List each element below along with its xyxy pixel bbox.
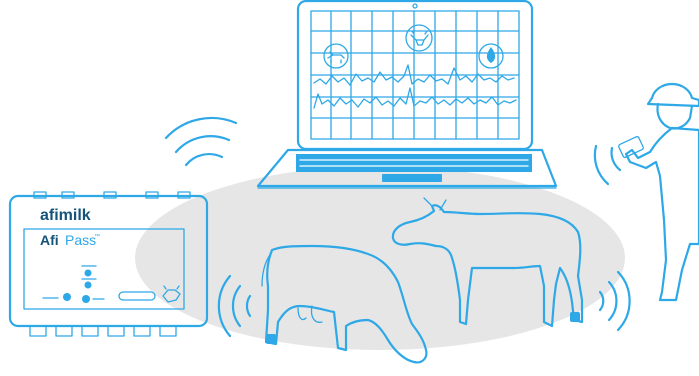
farmer-body xyxy=(624,126,699,302)
device-led xyxy=(63,293,71,301)
device-trademark: ™ xyxy=(94,233,100,240)
farmer-hat xyxy=(646,82,699,108)
leg-sensor-icon xyxy=(570,312,580,322)
afipass-device: afimilk Afi Pass ™ xyxy=(8,191,209,337)
wifi-signal-icon xyxy=(593,144,622,186)
device-label-plate xyxy=(118,291,156,301)
laptop-base xyxy=(256,148,558,188)
laptop-keyboard xyxy=(296,154,532,172)
device-model-prefix: Afi xyxy=(40,232,59,248)
device-top-connectors xyxy=(33,191,191,199)
device-brand-logo: afimilk xyxy=(40,207,91,224)
device-face xyxy=(23,228,185,310)
farmer-head xyxy=(656,102,694,130)
device-leds xyxy=(42,265,105,303)
laptop-touchpad xyxy=(382,174,442,182)
device-model-suffix: Pass xyxy=(65,232,96,248)
cow-standing-outline xyxy=(391,204,584,328)
wifi-signal-icon xyxy=(164,116,238,167)
tablet-icon xyxy=(618,136,644,158)
cow-grazing-tail xyxy=(261,251,273,287)
device-led xyxy=(84,269,92,277)
cow-grazing-outline xyxy=(264,244,428,364)
screen-data-line-lower xyxy=(313,87,517,109)
cow-standing-ears xyxy=(423,197,447,211)
cow-grazing-udder xyxy=(297,305,323,323)
keyboard-keys xyxy=(299,159,529,167)
webcam-icon xyxy=(412,3,418,9)
floor-ellipse xyxy=(135,166,625,350)
cow-logo-icon xyxy=(162,285,181,303)
device-led xyxy=(82,295,90,303)
wifi-signal-icon xyxy=(598,270,631,332)
cow-head-icon xyxy=(405,24,433,52)
screen-data-line-upper xyxy=(313,64,515,86)
cow-feeding-icon xyxy=(323,43,349,69)
cow-standing xyxy=(391,197,584,328)
device-led xyxy=(84,281,92,289)
device-bottom-connectors xyxy=(29,325,177,337)
laptop xyxy=(256,0,558,189)
farmer xyxy=(618,82,699,302)
wifi-signal-icon xyxy=(217,274,252,338)
cow-grazing xyxy=(261,244,428,364)
screen-grid xyxy=(310,10,520,140)
leg-sensor-icon xyxy=(266,334,276,344)
milk-drop-icon xyxy=(478,43,504,69)
